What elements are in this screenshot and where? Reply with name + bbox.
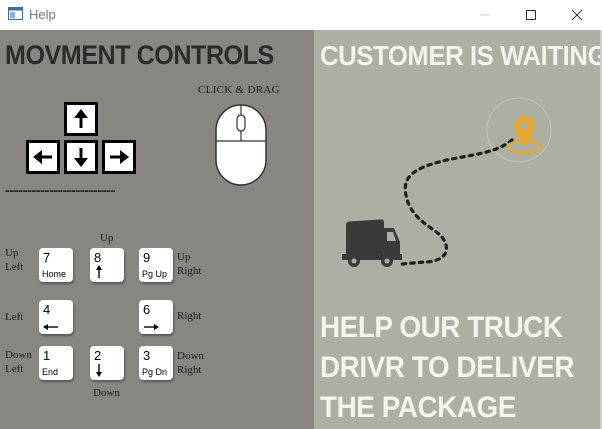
title-bar: Help (0, 0, 602, 29)
arrow-left-icon (33, 150, 52, 164)
minimize-icon (480, 14, 490, 15)
label-left: Left (5, 311, 24, 323)
arrow-right-icon (110, 150, 129, 164)
numpad-key-number: 6 (143, 302, 151, 317)
numpad-key-6: 6 (139, 300, 173, 334)
close-icon (571, 9, 583, 20)
label-down-right: Down Right (177, 350, 204, 376)
arrow-up-key (64, 102, 98, 136)
numpad-key-9: 9 Pg Up (139, 248, 173, 282)
arrow-left-key (26, 140, 60, 174)
numpad-key-sub: Home (42, 269, 67, 279)
label-up: Up (100, 232, 114, 244)
arrow-down-icon (74, 148, 88, 167)
arrow-up-icon (74, 109, 88, 128)
divider: ------------------------- (5, 182, 115, 199)
numpad-key-2: 2 (90, 346, 124, 380)
numpad-key-sub: Pg Up (142, 269, 168, 279)
label-up-left: Up Left (5, 247, 24, 273)
app-window-icon (8, 7, 23, 20)
maximize-icon (526, 9, 536, 20)
numpad-key-sub: Pg Dn (142, 367, 168, 377)
numpad-key-1: 1 End (39, 346, 73, 380)
mouse-icon (215, 104, 267, 186)
window-right-edge (600, 30, 602, 429)
help-deliver-message: HELP OUR TRUCK DRIVR TO DELIVER THE PACK… (320, 311, 575, 424)
numpad-key-number: 8 (94, 250, 102, 265)
numpad-key-3: 3 Pg Dn (139, 346, 173, 380)
arrow-left-icon (43, 324, 58, 330)
numpad-key-number: 3 (143, 348, 151, 363)
window-title: Help (29, 7, 56, 22)
minimize-button[interactable] (462, 0, 508, 29)
truck-icon (342, 219, 402, 267)
click-drag-label: CLICK & DRAG (198, 84, 280, 96)
maximize-button[interactable] (508, 0, 554, 29)
movement-controls-heading: MOVMENT CONTROLS (5, 40, 274, 70)
customer-waiting-heading: CUSTOMER IS WAITING ! (320, 40, 602, 71)
numpad-key-number: 4 (43, 302, 51, 317)
numpad-key-number: 1 (43, 348, 51, 363)
pin-halo (486, 97, 552, 163)
numpad-key-number: 9 (143, 250, 151, 265)
route-path (400, 138, 514, 266)
numpad-key-number: 2 (94, 348, 102, 363)
close-button[interactable] (554, 0, 600, 29)
numpad-key-number: 7 (43, 250, 51, 265)
arrow-down-key (64, 140, 98, 174)
numpad-key-sub: End (42, 367, 59, 377)
label-up-right: Up Right (177, 251, 202, 277)
arrow-right-key (102, 140, 136, 174)
numpad-key-8: 8 (90, 248, 124, 282)
arrow-down-icon (96, 364, 102, 377)
arrow-up-icon (96, 265, 102, 278)
label-right: Right (177, 310, 202, 322)
label-down-left: Down Left (5, 349, 32, 375)
customer-waiting-panel: CUSTOMER IS WAITING ! HELP OUR TRUCK DRI… (314, 30, 602, 429)
arrow-right-icon (144, 324, 159, 330)
label-down: Down (93, 387, 120, 399)
numpad-key-7: 7 Home (39, 248, 73, 282)
numpad-key-4: 4 (39, 300, 73, 334)
delivery-illustration (342, 97, 552, 267)
movement-controls-panel: MOVMENT CONTROLS CLICK & DRAG ----------… (0, 30, 314, 429)
location-pin-icon (506, 116, 542, 155)
